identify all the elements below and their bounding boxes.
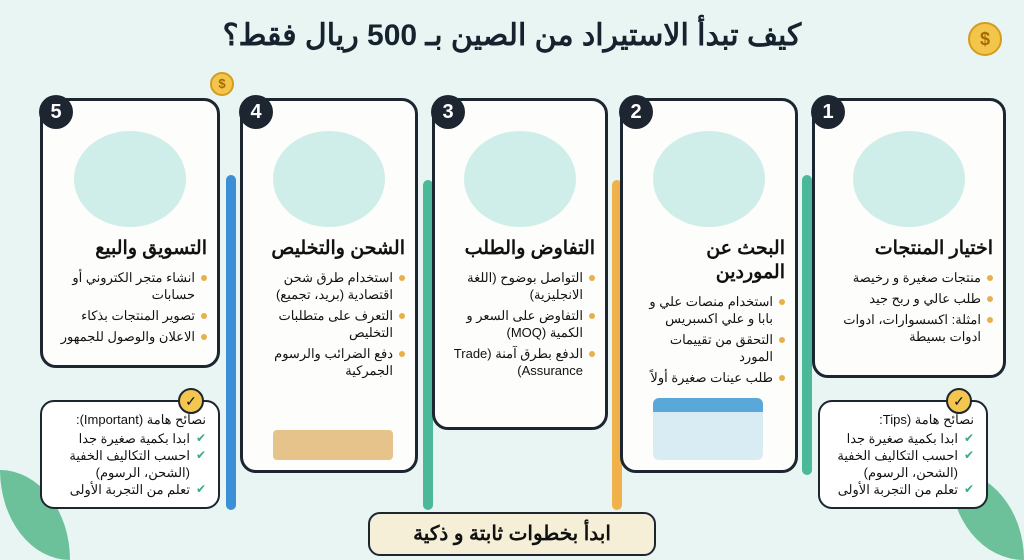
footer-banner: ابدأ بخطوات ثابتة و ذكية <box>368 512 656 556</box>
step-number: 1 <box>811 95 845 129</box>
coin-icon: $ <box>210 72 234 96</box>
connector-arrow <box>612 180 622 510</box>
step-number: 4 <box>239 95 273 129</box>
connector-arrow <box>802 175 812 475</box>
shipping-plane-ship-icon <box>273 131 385 227</box>
store-growth-icon <box>74 131 186 227</box>
step-title: اختيار المنتجات <box>874 238 993 259</box>
tip-item: ابدا بكمية صغيرة جدا <box>54 430 206 447</box>
step-item: طلب عينات صغيرة أولاً <box>633 369 785 386</box>
step-card-1: 1 اختيار المنتجات منتجات صغيرة و رخيصة طل… <box>811 95 1006 378</box>
step-item: الاعلان والوصول للجمهور <box>53 328 207 345</box>
storefront-icon <box>653 398 763 460</box>
step-item: طلب عالي و ربح جيد <box>825 290 993 307</box>
step-item: استخدام طرق شحن اقتصادية (بريد، تجميع) <box>253 269 405 303</box>
coin-icon: $ <box>968 22 1002 56</box>
boxes-ship-icon <box>273 430 393 460</box>
computer-shopping-cart-icon <box>653 131 765 227</box>
checkmark-badge-icon: ✓ <box>178 388 204 414</box>
tip-item: تعلم من التجربة الأولى <box>54 481 206 498</box>
step-card-3: 3 التفاوض والطلب التواصل بوضوح (اللغة ال… <box>431 95 608 430</box>
step-item: التحقق من تقييمات المورد <box>633 331 785 365</box>
tip-item: احسب التكاليف الخفية (الشحن، الرسوم) <box>832 447 974 481</box>
tip-item: احسب التكاليف الخفية (الشحن، الرسوم) <box>54 447 206 481</box>
step-number: 3 <box>431 95 465 129</box>
connector-arrow <box>226 175 236 510</box>
step-item: منتجات صغيرة و رخيصة <box>825 269 993 286</box>
step-item: التعرف على متطلبات التخليص <box>253 307 405 341</box>
step-card-2: 2 البحث عن الموردين استخدام منصات علي و … <box>619 95 798 473</box>
step-card-5: 5 التسويق والبيع انشاء متجر الكتروني أو … <box>39 95 220 368</box>
step-title: التفاوض والطلب <box>464 238 595 259</box>
checkmark-badge-icon: ✓ <box>946 388 972 414</box>
tips-heading: نصائح هامة (Tips: <box>879 412 974 427</box>
step-card-4: 4 الشحن والتخليص استخدام طرق شحن اقتصادي… <box>239 95 418 473</box>
magnifier-products-icon <box>853 131 965 227</box>
page-title: كيف تبدأ الاستيراد من الصين بـ 500 ريال … <box>222 19 802 52</box>
step-title: الشحن والتخليص <box>271 238 405 259</box>
step-item: تصوير المنتجات بذكاء <box>53 307 207 324</box>
step-title: البحث عن الموردين <box>706 238 785 283</box>
step-item: دفع الضرائب والرسوم الجمركية <box>253 345 405 379</box>
connector-arrow <box>423 180 433 510</box>
tip-item: ابدا بكمية صغيرة جدا <box>832 430 974 447</box>
tips-box-right: ✓ نصائح هامة (Tips: ابدا بكمية صغيرة جدا… <box>818 388 988 509</box>
step-item: التفاوض على السعر و الكمية (MOQ) <box>445 307 595 341</box>
tips-box-left: ✓ نصائح هامة (Important): ابدا بكمية صغي… <box>40 388 220 509</box>
step-item: الدفع بطرق آمنة (Trade Assurance) <box>445 345 595 379</box>
step-item: التواصل بوضوح (اللغة الانجليزية) <box>445 269 595 303</box>
tip-item: تعلم من التجربة الأولى <box>832 481 974 498</box>
step-item: استخدام منصات علي و بابا و علي اكسبريس <box>633 293 785 327</box>
step-item: امثلة: اكسسوارات، ادوات ادوات بسيطة <box>825 311 993 345</box>
handshake-icon <box>464 131 576 227</box>
step-number: 5 <box>39 95 73 129</box>
step-title: التسويق والبيع <box>95 238 207 259</box>
tips-heading: نصائح هامة (Important): <box>75 412 206 427</box>
step-item: انشاء متجر الكتروني أو حسابات <box>53 269 207 303</box>
step-number: 2 <box>619 95 653 129</box>
